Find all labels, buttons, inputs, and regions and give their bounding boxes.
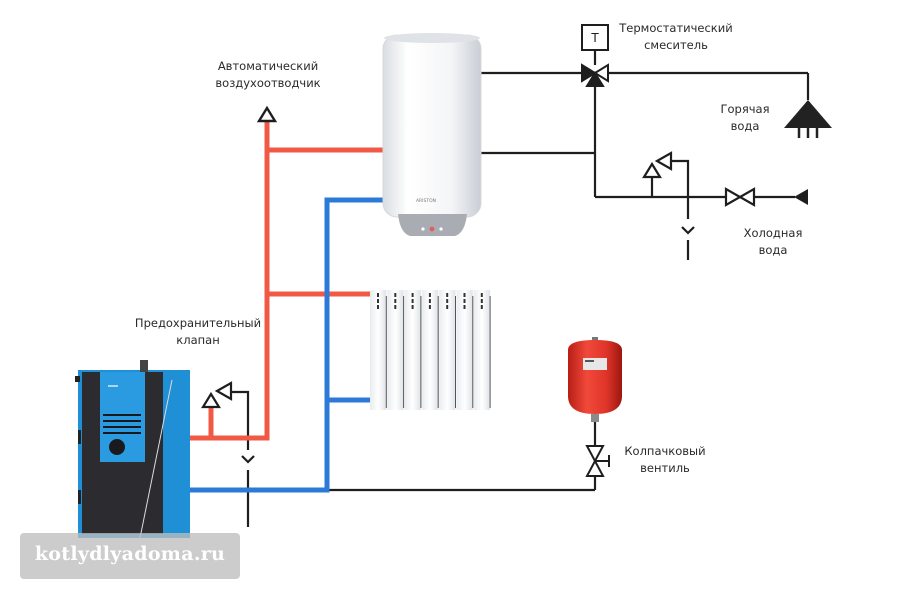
radiator-fin <box>377 305 379 309</box>
shutoff-valve-icon <box>724 187 756 207</box>
supply-main <box>190 121 270 441</box>
cap-valve-label-line2: вентиль <box>640 461 690 475</box>
thermostat-box <box>581 24 609 51</box>
radiator-fin <box>411 299 414 303</box>
return-pipes <box>190 197 385 493</box>
safety-valve-label-line1: Предохранительный <box>134 316 262 330</box>
radiator-fin <box>480 299 483 303</box>
cold-water-label-line1: Холодная <box>743 226 803 240</box>
radiator-section <box>456 290 473 410</box>
drain-check-icon <box>681 226 695 235</box>
thermostatic-mixer-label: Термостатический смеситель <box>614 20 738 54</box>
air-vent-label-line2: воздухоотводчик <box>215 76 321 90</box>
heater-brand-label: ARISTON <box>416 198 436 204</box>
hot-water-label: Горячая вода <box>715 101 775 135</box>
radiator-fin <box>394 299 397 303</box>
thermostat-label: Т <box>590 31 599 45</box>
radiator-section <box>473 290 491 410</box>
radiator-section <box>387 290 404 410</box>
air-vent-icon <box>256 105 278 123</box>
supply-pipes <box>190 121 385 441</box>
cold-water-label-line2: вода <box>758 243 788 257</box>
radiator-section <box>439 290 456 410</box>
radiator-fin <box>428 305 431 309</box>
radiator-fin <box>463 305 466 309</box>
watermark-badge: kotlydlyadoma.ru <box>20 533 240 579</box>
mixer-label-line1: Термостатический <box>619 21 733 35</box>
radiator-fin <box>428 293 431 297</box>
radiator-fin <box>446 299 449 303</box>
hot-water-tap-icon <box>784 100 832 138</box>
radiator-fin <box>394 305 397 309</box>
safety-valve-label-line2: клапан <box>176 333 220 347</box>
radiator-fin <box>411 305 414 309</box>
radiator <box>370 290 491 410</box>
safety-valve-label: Предохранительный клапан <box>130 315 266 349</box>
water-heater: ARISTON <box>382 33 482 236</box>
cap-valve-label: Колпачковый вентиль <box>620 443 710 477</box>
cold-water-inlet-icon <box>794 189 808 205</box>
radiator-fin <box>463 293 466 297</box>
thermostatic-mixer-icon <box>581 63 609 87</box>
radiator-fin <box>428 299 431 303</box>
air-vent-label: Автоматический воздухоотводчик <box>210 58 326 92</box>
watermark-text: kotlydlyadoma.ru <box>34 543 226 565</box>
radiator-fin <box>411 293 414 297</box>
boiler <box>75 360 190 539</box>
hot-water-label-line2: вода <box>730 119 760 133</box>
cap-valve-label-line1: Колпачковый <box>624 444 706 458</box>
radiator-section <box>404 290 421 410</box>
radiator-fin <box>463 299 466 303</box>
radiator-fin <box>377 299 379 303</box>
water-pipes <box>230 50 810 527</box>
return-main <box>190 197 385 493</box>
radiator-section <box>370 290 387 410</box>
relief-valve-icon <box>642 151 673 179</box>
cap-valve-icon <box>585 445 610 477</box>
safety-drain <box>230 390 250 450</box>
radiator-fin <box>480 293 483 297</box>
radiator-fin <box>394 293 397 297</box>
air-vent-label-line1: Автоматический <box>217 59 319 73</box>
radiator-fin <box>480 305 483 309</box>
radiator-section <box>421 290 439 410</box>
mixer-label-line2: смеситель <box>644 38 708 52</box>
radiator-fin <box>446 293 449 297</box>
relief-drain <box>667 159 690 219</box>
radiator-fin <box>446 305 449 309</box>
safety-valve-icon <box>201 381 233 409</box>
expansion-tank <box>568 337 622 422</box>
hot-water-label-line1: Горячая <box>720 102 770 116</box>
check-valve-icon <box>241 455 255 464</box>
radiator-fin <box>377 293 379 297</box>
cold-water-label: Холодная вода <box>738 225 808 259</box>
